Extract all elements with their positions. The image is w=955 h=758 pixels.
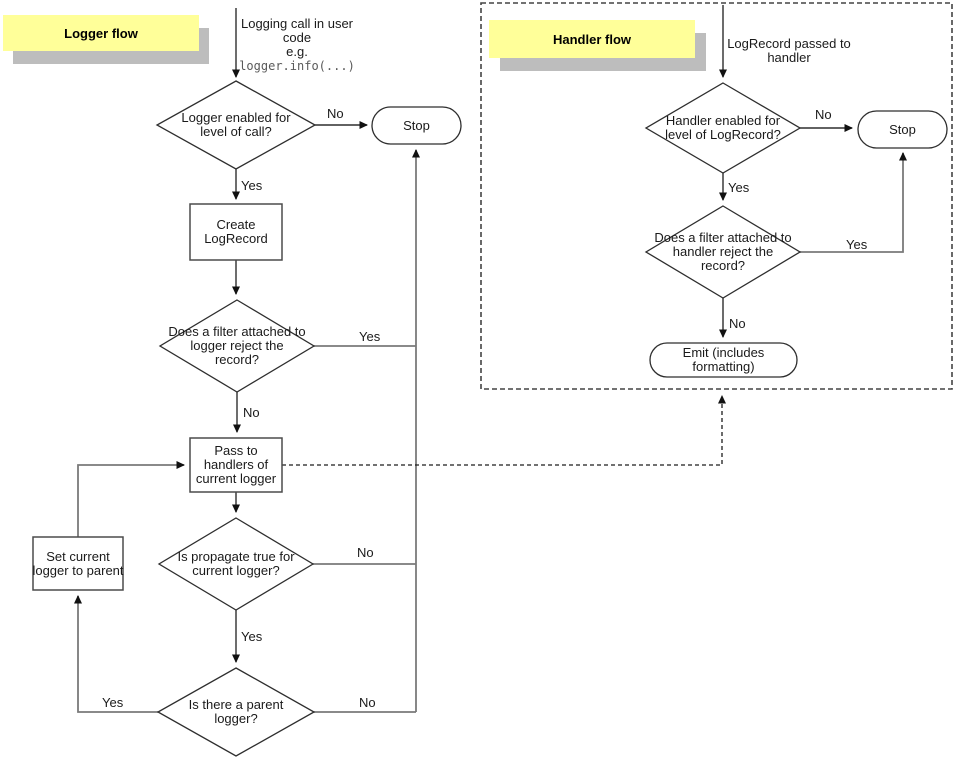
parent-check-diamond [156, 667, 316, 757]
propagate-check-text: Is propagate true for current logger? [177, 549, 295, 578]
handler-stop-terminator [857, 110, 948, 149]
stop-text: Stop [403, 117, 430, 133]
handler-filter-check-text: Does a filter attached to handler reject… [654, 230, 792, 273]
level-check-diamond [155, 80, 317, 170]
handler-level-check-text: Handler enabled for level of LogRecord? [665, 113, 781, 142]
propagate-no-label: No [357, 545, 374, 560]
handler-start-note-line2: handler [767, 50, 811, 65]
handler-flow-title: Handler flow [552, 31, 631, 47]
handler-flow-label: Handler flow [489, 20, 695, 58]
edge-handler-filter-yes-to-stop [800, 152, 907, 253]
edge-parent-yes-to-set-parent [74, 595, 158, 713]
handler-level-yes-label: Yes [728, 180, 750, 195]
parent-check-text: Is there a parent logger? [188, 697, 284, 726]
propagate-yes-label: Yes [241, 629, 263, 644]
logger-start-note: Logging call in user code e.g. logger.in… [237, 16, 357, 74]
filter-check-text: Does a filter attached to logger reject … [168, 324, 306, 367]
level-check-no-label: No [327, 106, 344, 121]
handler-flow-panel [480, 2, 953, 390]
handler-start-note: LogRecord passed to handler [726, 37, 852, 65]
emit-text: Emit (includes formatting) [682, 345, 765, 374]
filter-check-diamond [158, 299, 316, 393]
handler-filter-yes-label: Yes [846, 237, 868, 252]
emit-terminator [649, 342, 798, 378]
filter-yes-label: Yes [359, 329, 381, 344]
handler-stop-text: Stop [889, 121, 916, 137]
filter-no-label: No [243, 405, 260, 420]
pass-to-handlers-box [189, 437, 283, 493]
create-record-text: Create LogRecord [204, 217, 268, 246]
logger-start-note-code: logger.info(...) [239, 59, 355, 73]
parent-no-label: No [359, 695, 376, 710]
handler-level-check-diamond [644, 82, 802, 174]
edge-set-parent-to-pass-handlers [77, 461, 185, 537]
logger-start-note-line3: e.g. [286, 44, 308, 59]
handler-filter-no-label: No [729, 316, 746, 331]
handler-start-note-line1: LogRecord passed to [727, 36, 851, 51]
level-check-text: Logger enabled for level of call? [181, 110, 291, 139]
handler-level-no-label: No [815, 107, 832, 122]
parent-yes-label: Yes [102, 695, 124, 710]
set-parent-box [32, 536, 124, 591]
pass-to-handlers-text: Pass to handlers of current logger [195, 443, 277, 486]
logger-flow-label: Logger flow [3, 15, 199, 51]
create-record-box [189, 203, 283, 261]
level-check-yes-label: Yes [241, 178, 263, 193]
propagate-check-diamond [157, 517, 315, 611]
set-parent-text: Set current logger to parent [32, 548, 124, 578]
logger-start-note-line1: Logging call in user [240, 16, 354, 31]
handler-filter-check-diamond [644, 205, 802, 299]
edge-pass-handlers-to-handler-flow [282, 395, 726, 466]
stop-terminator [371, 106, 462, 145]
logger-start-note-line2: code [282, 30, 312, 45]
logger-flow-title: Logger flow [64, 25, 138, 41]
